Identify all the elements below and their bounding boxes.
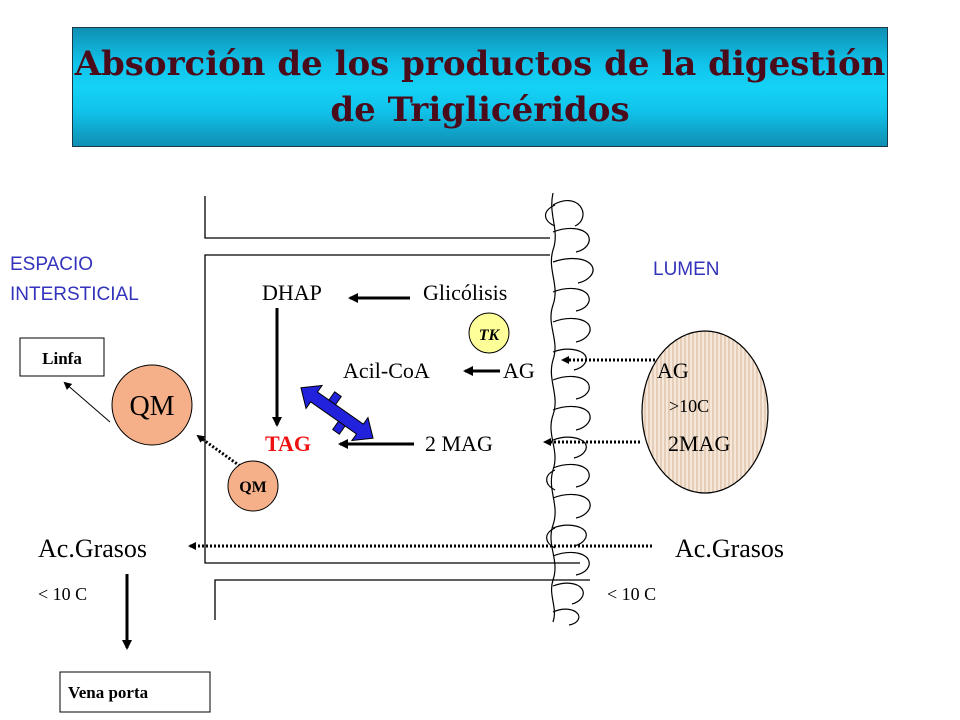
- microvilli-border: [545, 192, 594, 626]
- vena-porta-label: Vena porta: [68, 683, 149, 702]
- vena-porta-box: [59, 671, 211, 713]
- linfa-label: Linfa: [42, 349, 82, 368]
- qm-large-circle: [111, 364, 193, 446]
- ag-cell-label: AG: [503, 358, 535, 383]
- gt10c-label: >10C: [669, 396, 709, 416]
- title-banner: Absorción de los productos de la digesti…: [72, 27, 888, 147]
- lt10c-right-label: < 10 C: [607, 584, 656, 604]
- upper-cell-edge: [204, 196, 550, 239]
- qm-exit-dotted-arrow: [196, 434, 241, 468]
- cell-outline: [204, 196, 590, 620]
- title-line-1: Absorción de los productos de la digesti…: [74, 44, 886, 84]
- espacio-label-1: ESPACIO: [10, 254, 93, 275]
- linfa-box: [19, 337, 105, 377]
- tag-label: TAG: [265, 431, 311, 456]
- dhap-label: DHAP: [262, 280, 322, 305]
- enzyme-double-arrow-icon: [300, 384, 374, 442]
- qm-to-linfa-arrow: [63, 381, 111, 423]
- lower-cell-edge: [214, 579, 590, 620]
- title-line-2: de Triglicéridos: [330, 90, 630, 130]
- qm-large-label: QM: [129, 391, 174, 422]
- ac-grasos-right-label: Ac.Grasos: [675, 534, 784, 563]
- glicolisis-label: Glicólisis: [423, 280, 507, 305]
- acil-coa-label: Acil-CoA: [343, 358, 430, 383]
- lumen-label: LUMEN: [653, 259, 720, 280]
- qm-small-circle: [227, 460, 279, 512]
- cell-body-edge: [204, 254, 580, 564]
- mag-lumen-label: 2MAG: [668, 431, 730, 456]
- espacio-label-2: INTERSTICIAL: [10, 284, 139, 305]
- ac-grasos-left-label: Ac.Grasos: [38, 534, 147, 563]
- lt10c-left-label: < 10 C: [38, 584, 87, 604]
- ag-lumen-label: AG: [657, 358, 689, 383]
- mag-cell-label: 2 MAG: [425, 431, 493, 456]
- lumen-micelle: [641, 330, 769, 494]
- qm-small-label: QM: [239, 479, 267, 496]
- tk-enzyme-circle: [468, 312, 510, 354]
- tk-label: TK: [479, 327, 501, 344]
